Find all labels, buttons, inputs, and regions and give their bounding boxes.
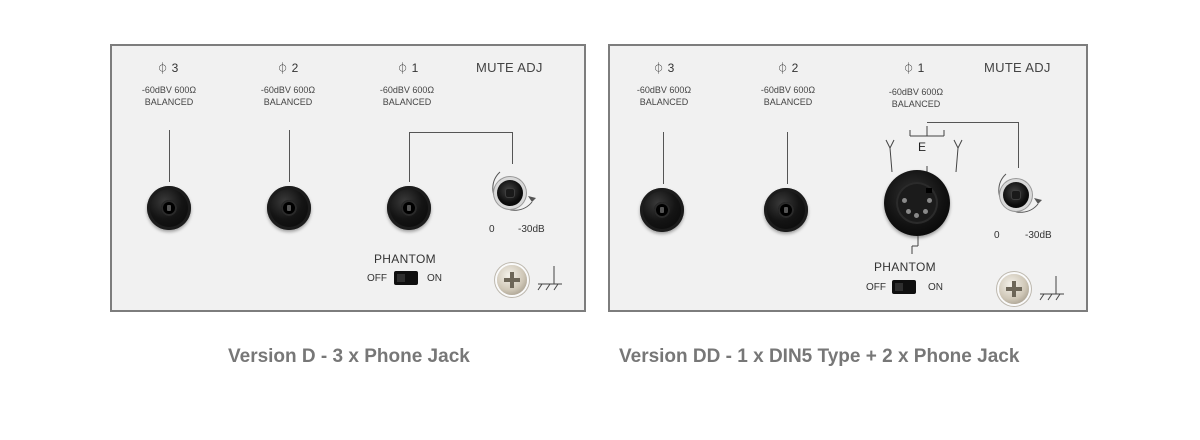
caption-version-d: Version D - 3 x Phone Jack — [228, 346, 470, 367]
din-ground-lead — [911, 236, 919, 254]
io2-phone-jack[interactable] — [267, 186, 311, 230]
phantom-on-label: ON — [427, 273, 442, 284]
scale-min: 0 — [994, 230, 1000, 241]
panel-version-dd: ⏀3 -60dBV 600Ω BALANCED ⏀2 -60dBV 600Ω B… — [608, 44, 1088, 312]
scale-max: -30dB — [518, 224, 545, 235]
spec-impedance: -60dBV 600Ω — [760, 85, 816, 95]
panel-version-d: ⏀3 -60dBV 600Ω BALANCED ⏀2 -60dBV 600Ω B… — [110, 44, 586, 312]
din-e-label: E — [917, 140, 926, 154]
spec-balanced: BALANCED — [144, 97, 194, 107]
caption-version-dd: Version DD - 1 x DIN5 Type + 2 x Phone J… — [619, 346, 1020, 367]
io3-line — [663, 132, 664, 184]
rotation-arrow-icon — [492, 171, 536, 211]
mute-adj-title: MUTE ADJ — [984, 60, 1051, 75]
spec-balanced: BALANCED — [382, 97, 432, 107]
io1-din5-jack[interactable] — [884, 170, 950, 236]
din-face — [896, 182, 938, 224]
spec-balanced: BALANCED — [763, 97, 813, 107]
io1-mute-link — [409, 132, 513, 133]
io3-spec: -60dBV 600Ω BALANCED — [124, 84, 214, 108]
io1-label: ⏀1 — [397, 61, 419, 75]
mute-adj-knob[interactable] — [1003, 182, 1029, 208]
io3-line — [169, 130, 170, 182]
phantom-title: PHANTOM — [374, 252, 436, 266]
spec-impedance: -60dBV 600Ω — [888, 87, 944, 97]
mute-adj-title: MUTE ADJ — [476, 60, 543, 75]
io-port-icon: ⏀ — [277, 63, 289, 75]
io3-phone-jack[interactable] — [147, 186, 191, 230]
mute-link-drop — [512, 132, 513, 164]
din-pin — [914, 213, 919, 218]
phantom-switch[interactable] — [892, 280, 916, 294]
io1-spec: -60dBV 600Ω BALANCED — [871, 86, 961, 110]
io1-line — [409, 132, 410, 182]
spec-impedance: -60dBV 600Ω — [379, 85, 435, 95]
phantom-switch[interactable] — [394, 271, 418, 285]
io3-phone-jack[interactable] — [640, 188, 684, 232]
io-port-icon: ⏀ — [653, 63, 665, 75]
din-pin — [902, 198, 907, 203]
spec-impedance: -60dBV 600Ω — [636, 85, 692, 95]
spec-impedance: -60dBV 600Ω — [141, 85, 197, 95]
io1-label: ⏀1 — [903, 61, 925, 75]
spec-impedance: -60dBV 600Ω — [260, 85, 316, 95]
din-pin — [923, 209, 928, 214]
io2-line — [289, 130, 290, 182]
spec-balanced: BALANCED — [891, 99, 941, 109]
io3-spec: -60dBV 600Ω BALANCED — [619, 84, 709, 108]
phantom-title: PHANTOM — [874, 260, 936, 274]
din-pin — [906, 209, 911, 214]
io1-spec: -60dBV 600Ω BALANCED — [362, 84, 452, 108]
io-port-icon: ⏀ — [397, 63, 409, 75]
din-pin — [927, 198, 932, 203]
io-port-icon: ⏀ — [777, 63, 789, 75]
io-port-icon: ⏀ — [903, 63, 915, 75]
rotation-arrow-icon — [998, 173, 1042, 213]
io2-spec: -60dBV 600Ω BALANCED — [243, 84, 333, 108]
phantom-on-label: ON — [928, 282, 943, 293]
spec-balanced: BALANCED — [263, 97, 313, 107]
din-key — [926, 188, 932, 193]
io1-mute-link — [927, 122, 1019, 123]
spec-balanced: BALANCED — [639, 97, 689, 107]
io3-label: ⏀3 — [653, 61, 675, 75]
phantom-off-label: OFF — [866, 282, 886, 293]
ground-screw — [497, 265, 527, 295]
io1-phone-jack[interactable] — [387, 186, 431, 230]
ground-icon — [537, 266, 562, 291]
io-port-icon: ⏀ — [157, 63, 169, 75]
mute-link-drop — [1018, 122, 1019, 168]
mute-adj-knob[interactable] — [497, 180, 523, 206]
phantom-off-label: OFF — [367, 273, 387, 284]
scale-min: 0 — [489, 224, 495, 235]
scale-max: -30dB — [1025, 230, 1052, 241]
io2-phone-jack[interactable] — [764, 188, 808, 232]
io2-spec: -60dBV 600Ω BALANCED — [743, 84, 833, 108]
io2-label: ⏀2 — [277, 61, 299, 75]
ground-screw — [999, 274, 1029, 304]
io2-line — [787, 132, 788, 184]
io3-label: ⏀3 — [157, 61, 179, 75]
io2-label: ⏀2 — [777, 61, 799, 75]
ground-icon — [1039, 276, 1064, 301]
